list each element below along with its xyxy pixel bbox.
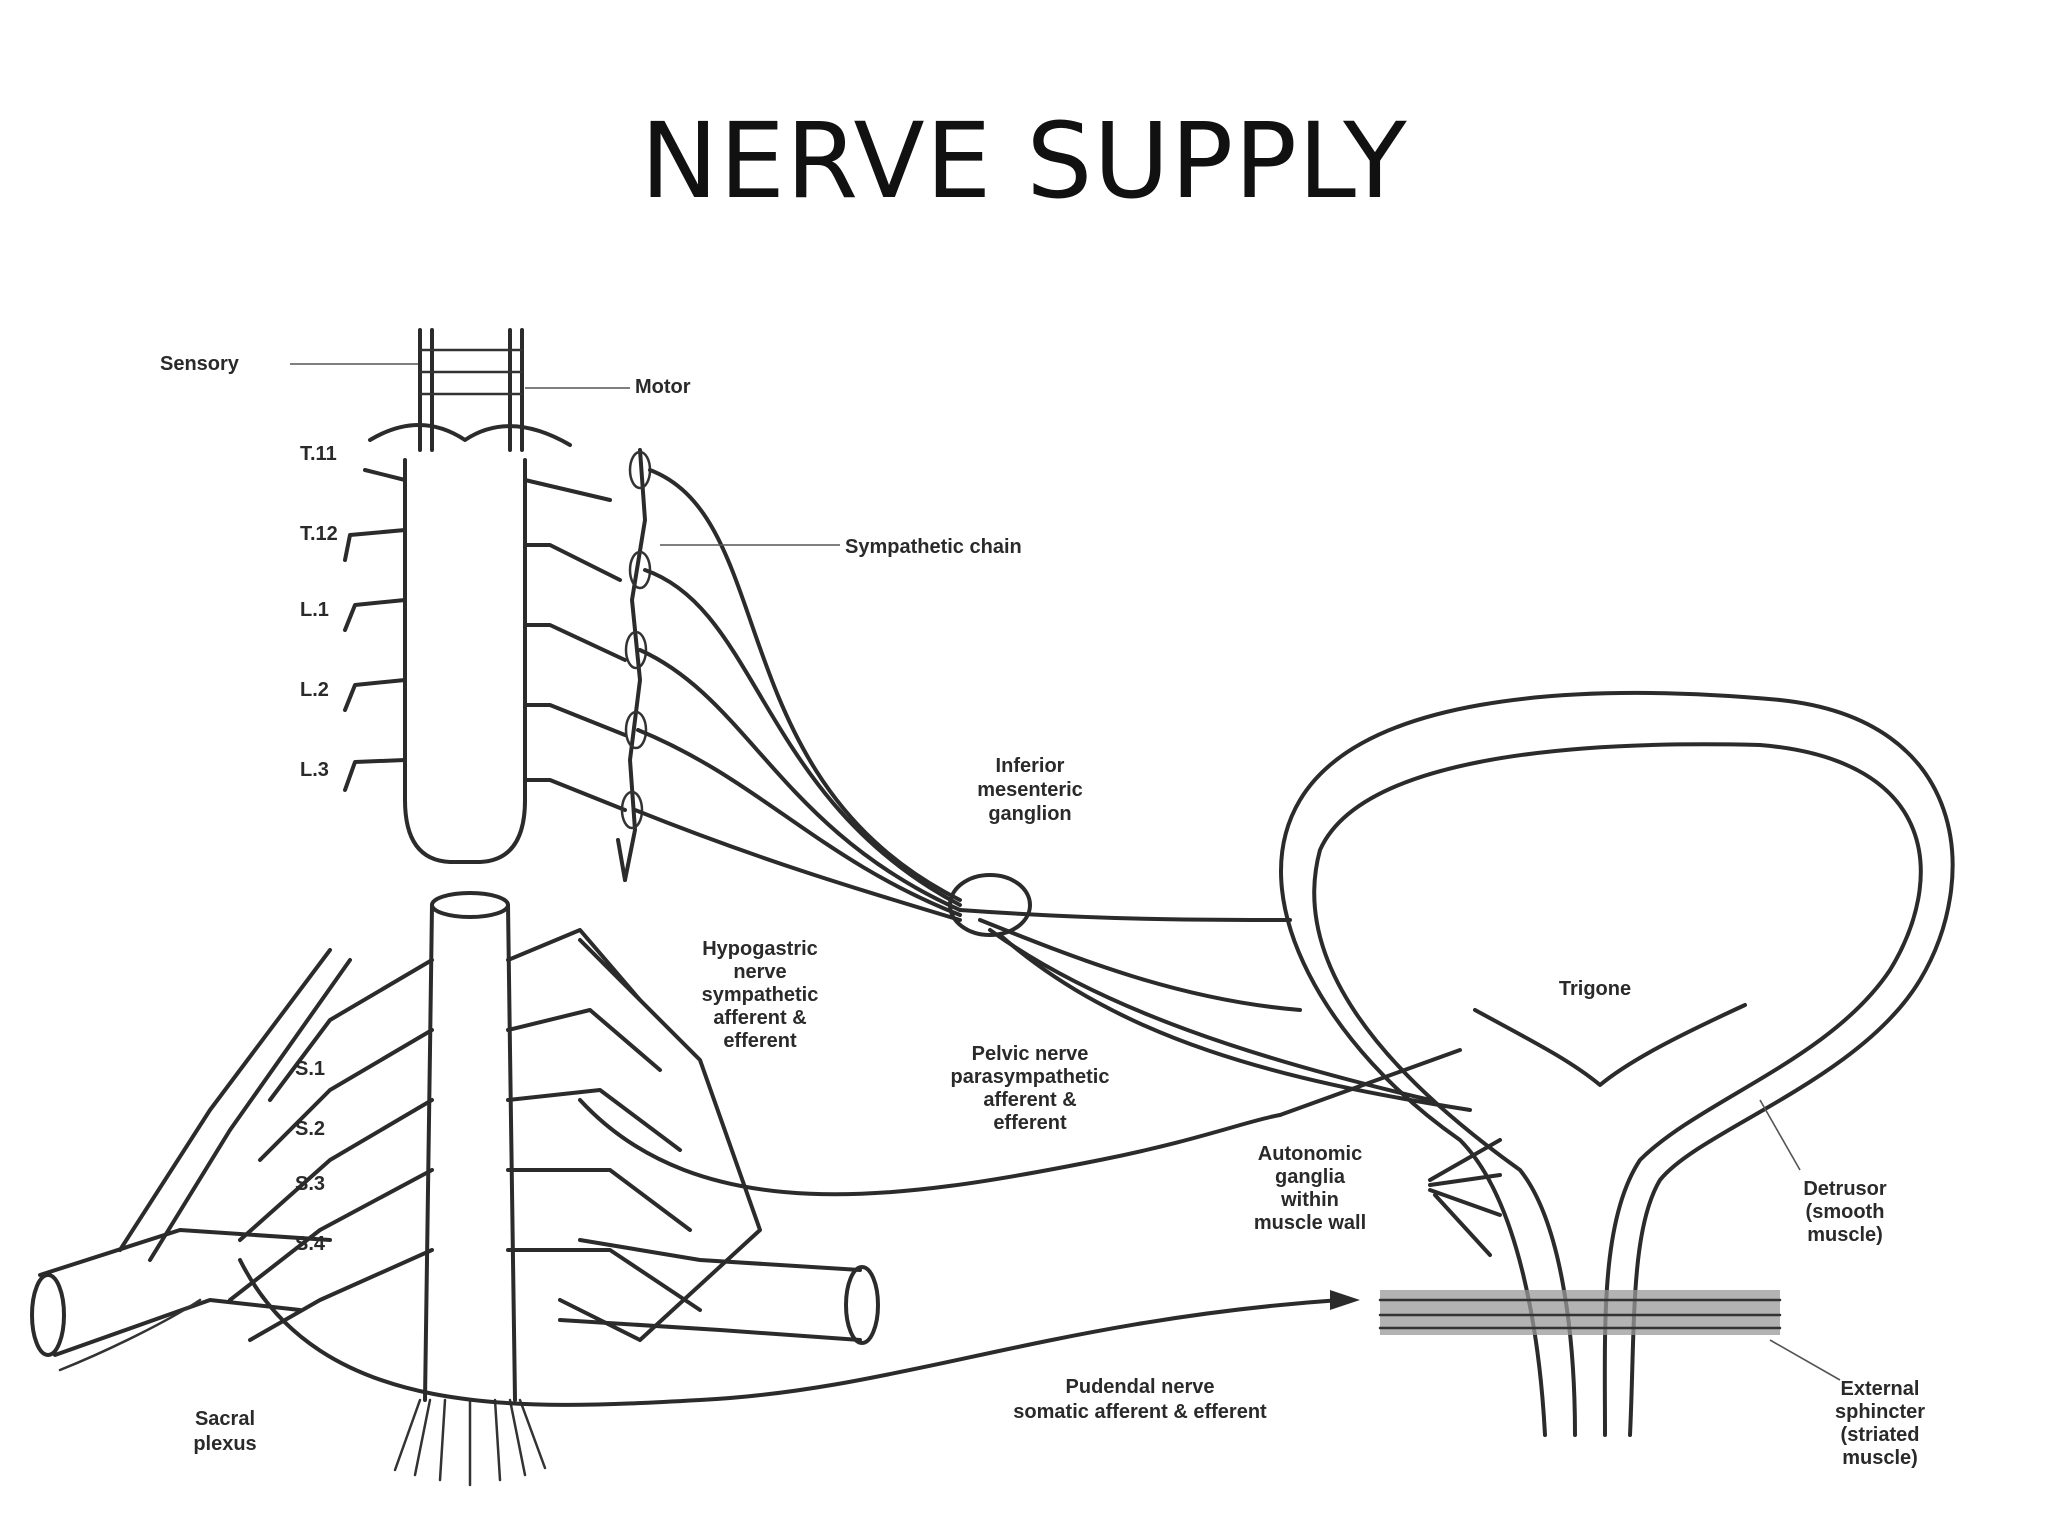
label-sacral-plexus: Sacral plexus	[193, 1408, 256, 1455]
svg-text:mesenteric: mesenteric	[977, 779, 1083, 801]
svg-text:Autonomic: Autonomic	[1258, 1143, 1362, 1165]
svg-text:muscle): muscle)	[1842, 1447, 1918, 1469]
label-sensory: Sensory	[160, 353, 240, 375]
label-external-sphincter: External sphincter (striated muscle)	[1835, 1378, 1925, 1469]
svg-text:sympathetic: sympathetic	[702, 984, 819, 1006]
svg-text:Inferior: Inferior	[996, 755, 1065, 777]
label-l2: L.2	[300, 679, 329, 701]
svg-text:muscle wall: muscle wall	[1254, 1212, 1366, 1234]
sympathetic-chain	[616, 448, 962, 922]
label-s3: S.3	[295, 1173, 325, 1195]
svg-text:efferent: efferent	[993, 1112, 1067, 1134]
label-pelvic-nerve: Pelvic nerve parasympathetic afferent & …	[951, 1043, 1110, 1134]
label-sympathetic-chain: Sympathetic chain	[845, 536, 1022, 558]
svg-text:within: within	[1280, 1189, 1339, 1211]
svg-text:sphincter: sphincter	[1835, 1401, 1925, 1423]
label-s1: S.1	[295, 1058, 325, 1080]
label-l3: L.3	[300, 759, 329, 781]
svg-text:Sacral: Sacral	[195, 1408, 255, 1430]
svg-text:Detrusor: Detrusor	[1803, 1178, 1887, 1200]
svg-text:Pelvic nerve: Pelvic nerve	[972, 1043, 1089, 1065]
svg-text:Hypogastric: Hypogastric	[702, 938, 818, 960]
pudendal-nerve-fiber	[238, 1258, 1342, 1407]
pelvic-nerve-fiber	[578, 1098, 1282, 1197]
svg-text:muscle): muscle)	[1807, 1224, 1883, 1246]
svg-text:ganglia: ganglia	[1275, 1166, 1346, 1188]
label-pudendal-nerve: Pudendal nerve somatic afferent & effere…	[1013, 1376, 1267, 1423]
label-inferior-mesenteric-ganglion: Inferior mesenteric ganglion	[977, 755, 1083, 825]
labels: Sensory Motor T.11 T.12 L.1 L.2 L.3 Symp…	[160, 353, 1925, 1469]
inferior-mesenteric-ganglion	[948, 873, 1472, 1112]
slide-title: NERVE SUPPLY	[640, 100, 1408, 222]
label-l1: L.1	[300, 599, 329, 621]
spinal-cord-upper	[343, 328, 627, 864]
svg-text:Pudendal nerve: Pudendal nerve	[1066, 1376, 1215, 1398]
svg-text:efferent: efferent	[723, 1030, 797, 1052]
label-t11: T.11	[300, 443, 337, 465]
label-detrusor: Detrusor (smooth muscle)	[1803, 1178, 1887, 1246]
svg-text:afferent &: afferent &	[713, 1007, 806, 1029]
label-autonomic-ganglia: Autonomic ganglia within muscle wall	[1254, 1143, 1366, 1234]
svg-text:(smooth: (smooth	[1806, 1201, 1885, 1223]
svg-text:ganglion: ganglion	[988, 803, 1071, 825]
svg-text:(striated: (striated	[1841, 1424, 1920, 1446]
label-s2: S.2	[295, 1118, 325, 1140]
label-hypogastric-nerve: Hypogastric nerve sympathetic afferent &…	[702, 938, 819, 1052]
label-motor: Motor	[635, 376, 691, 398]
svg-text:External: External	[1841, 1378, 1920, 1400]
label-trigone: Trigone	[1559, 978, 1631, 1000]
svg-text:parasympathetic: parasympathetic	[951, 1066, 1110, 1088]
svg-text:afferent &: afferent &	[983, 1089, 1076, 1111]
svg-text:somatic afferent & efferent: somatic afferent & efferent	[1013, 1401, 1267, 1423]
label-s4: S.4	[295, 1233, 326, 1255]
svg-text:nerve: nerve	[733, 961, 786, 983]
svg-text:plexus: plexus	[193, 1433, 256, 1455]
label-t12: T.12	[300, 523, 338, 545]
sacral-cord	[30, 891, 880, 1487]
bladder	[1279, 691, 1955, 1437]
